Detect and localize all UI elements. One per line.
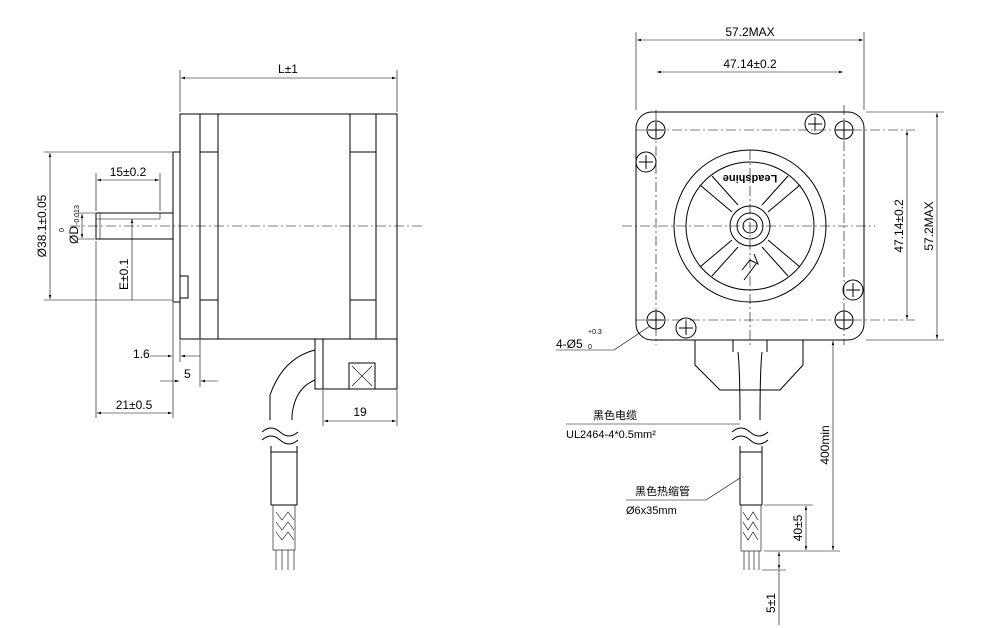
dim-conn-len-label: 19: [353, 405, 367, 419]
dim-width-max: 57.2MAX: [635, 25, 865, 110]
dim-conn-len: 19: [322, 390, 398, 426]
dim-length: L±1: [179, 62, 398, 112]
dim-tip-len-label: 5±1: [764, 593, 778, 613]
motor-body: [179, 113, 398, 340]
side-cable: [261, 349, 316, 570]
dim-shaft-total-label: 21±0.5: [116, 398, 153, 412]
dim-height-max: 57.2MAX: [866, 111, 944, 341]
shaft-tol-lower: -0.013: [74, 205, 81, 225]
boss-ring-inner: [685, 161, 815, 291]
dim-height-max-label: 57.2MAX: [922, 201, 936, 250]
dim-flange-step-label: 5: [184, 367, 191, 381]
cable-callout: 黑色电缆 UL2464-4*0.5mm²: [566, 408, 740, 441]
dim-pitch-x: 47.14±0.2: [657, 57, 843, 74]
dim-cable-len-label: 400min: [818, 425, 832, 464]
cable-spec: UL2464-4*0.5mm²: [566, 429, 656, 441]
shaft-tol-upper: 0: [59, 228, 66, 232]
dim-shaft-dia: ØD 0 -0.013: [59, 205, 95, 244]
front-connector: [694, 340, 804, 391]
side-view: L±1 15±0.2 Ø38.1±0.05 ØD 0 -0.013: [35, 62, 425, 570]
dim-tip-len: 5±1: [762, 552, 786, 625]
dim-flat: E±0.1: [117, 219, 134, 300]
brand-logo: Leadshine: [723, 172, 777, 184]
dim-holes: 4-Ø5 +0.3 0: [556, 325, 651, 351]
dim-holes-tol-upper: +0.3: [588, 329, 602, 336]
dim-shaft-len-label: 15±0.2: [110, 165, 147, 179]
dim-shaft-dia-label: ØD: [67, 226, 81, 244]
mount-holes: [635, 113, 864, 339]
dim-pitch-y: 47.14±0.2: [892, 131, 909, 319]
dim-holes-label: 4-Ø5: [556, 337, 583, 351]
cable-name: 黑色电缆: [593, 408, 637, 422]
dim-pitch-y-label: 47.14±0.2: [892, 199, 906, 253]
rotation-arrow-icon: [741, 253, 759, 281]
flange-notch: [179, 275, 189, 299]
dim-strip-len: 40±5: [764, 504, 813, 550]
dim-strip-len-label: 40±5: [791, 514, 805, 541]
dim-flange-thk-label: 1.6: [133, 347, 150, 361]
front-cable: [731, 351, 769, 570]
dim-holes-tol-lower: 0: [588, 344, 592, 351]
front-view: Leadshine: [556, 25, 944, 625]
dim-length-label: L±1: [278, 62, 298, 76]
dim-flat-label: E±0.1: [117, 258, 131, 290]
dim-pitch-x-label: 47.14±0.2: [723, 57, 777, 71]
sleeve-callout: 黑色热缩管 Ø6x35mm: [626, 477, 741, 517]
dim-cable-len: 400min: [764, 339, 840, 552]
front-flange: [172, 151, 181, 303]
dim-flange-step: 5: [160, 340, 218, 387]
boss-ring-outer: [673, 149, 827, 303]
connector: [314, 338, 398, 390]
dim-boss-label: Ø38.1±0.05: [35, 194, 49, 257]
sleeve-name: 黑色热缩管: [635, 484, 690, 498]
dim-width-max-label: 57.2MAX: [725, 25, 774, 39]
dim-shaft-len: 15±0.2: [95, 165, 161, 211]
dim-flange-thk: 1.6: [133, 303, 200, 362]
sleeve-spec: Ø6x35mm: [626, 505, 677, 517]
dim-boss: Ø38.1±0.05: [35, 151, 172, 301]
dim-shaft-total: 21±0.5: [95, 241, 174, 418]
